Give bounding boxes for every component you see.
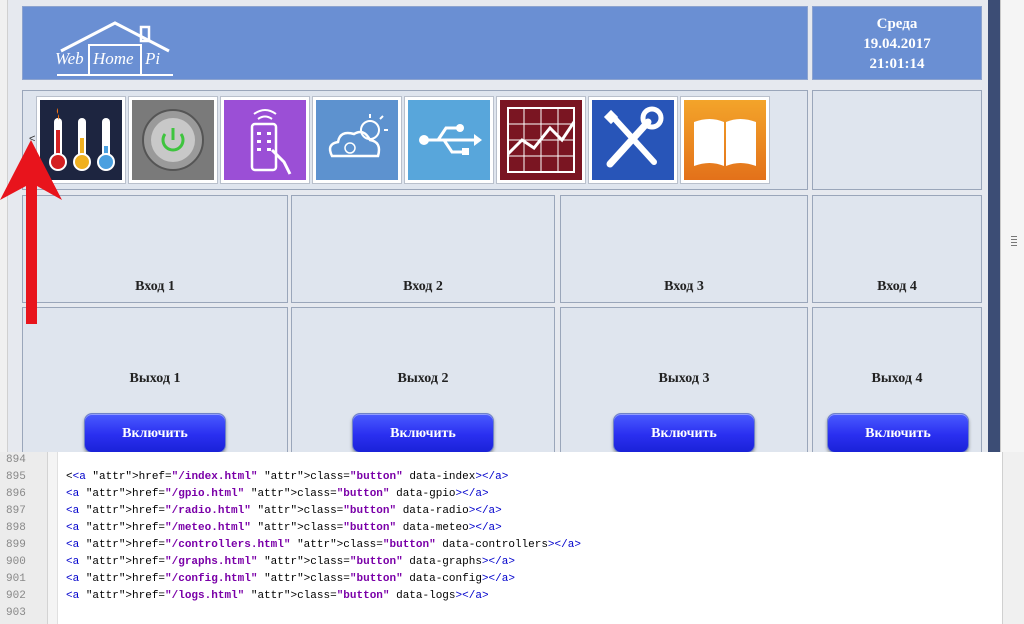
nav-power-button[interactable] [128,96,218,184]
code-editor[interactable]: 894 895 896 897 898 899 900 901 902 903 … [0,452,1024,624]
input-cell-3 [560,195,808,303]
nav-controllers-button[interactable] [404,96,494,184]
line-number: 903 [6,607,26,619]
output-label: Выход 1 [129,371,181,386]
red-annotation-arrow-icon [0,140,62,324]
web-page-view: Web Home Pi Среда 19.04.2017 21:01:14 < [0,0,1024,452]
output-label: Выход 4 [871,371,923,386]
remote-control-icon [224,100,306,180]
logo-word-pi: Pi [145,49,161,68]
thermometers-icon [40,100,122,180]
nav-logs-button[interactable] [680,96,770,184]
nav-config-button[interactable] [588,96,678,184]
date-label: 19.04.2017 [863,36,931,52]
input-label: Вход 2 [403,279,443,294]
logo-word-home: Home [93,49,134,68]
nav-prev-marker[interactable]: < [29,133,36,145]
input-label: Вход 1 [135,279,175,294]
webhomepi-logo[interactable]: Web Home Pi [53,21,173,81]
usb-icon [408,100,490,180]
line-number: 900 [6,556,26,568]
graph-icon [500,100,582,180]
output-4-on-button[interactable]: Включить [827,413,969,452]
input-cell-4 [812,195,982,303]
weather-icon [316,100,398,180]
output-2-on-button[interactable]: Включить [352,413,494,452]
time-label: 21:01:14 [869,56,925,72]
output-label: Выход 3 [658,371,710,386]
line-number: 902 [6,590,26,602]
code-line[interactable]: <a "attr">href="/logs.html" "attr">class… [66,590,489,602]
logo-word-web: Web [55,49,84,68]
nav-remote-button[interactable] [220,96,310,184]
code-line[interactable]: <a "attr">href="/gpio.html" "attr">class… [66,488,489,500]
weekday-label: Среда [876,16,918,32]
code-line[interactable]: <a "attr">href="/meteo.html" "attr">clas… [66,522,502,534]
code-line[interactable]: <a "attr">href="/config.html" "attr">cla… [66,573,515,585]
code-line[interactable]: <a "attr">href="/graphs.html" "attr">cla… [66,556,515,568]
header-bar: Web Home Pi [22,6,808,80]
fold-gutter [48,452,58,624]
output-label: Выход 2 [397,371,449,386]
output-1-on-button[interactable]: Включить [84,413,226,452]
book-icon [684,100,766,180]
input-cell-2 [291,195,555,303]
tools-icon [592,100,674,180]
code-line[interactable]: <<a "attr">href="/index.html" "attr">cla… [66,471,509,483]
nav-panel-right [812,90,982,190]
datetime-block: Среда 19.04.2017 21:01:14 [813,14,981,74]
window-left-edge [0,0,8,452]
line-number-gutter [0,452,48,624]
page-scrollbar[interactable] [1000,0,1024,452]
line-number: 897 [6,505,26,517]
nav-meteo-button[interactable] [312,96,402,184]
nav-graphs-button[interactable] [496,96,586,184]
line-number: 895 [6,471,26,483]
input-cell-1 [22,195,288,303]
input-label: Вход 4 [877,279,917,294]
line-number: 898 [6,522,26,534]
line-number: 899 [6,539,26,551]
power-button-icon [132,100,214,180]
line-number: 896 [6,488,26,500]
input-label: Вход 3 [664,279,704,294]
code-line[interactable]: <a "attr">href="/controllers.html" "attr… [66,539,581,551]
datetime-panel: Среда 19.04.2017 21:01:14 [812,6,982,80]
line-number: 901 [6,573,26,585]
scrollbar-grip-icon[interactable] [1011,236,1017,246]
house-outline-icon [57,21,173,76]
line-number: 894 [6,454,26,466]
code-line[interactable]: <a "attr">href="/radio.html" "attr">clas… [66,505,502,517]
nav-thermometers-button[interactable] [36,96,126,184]
page-edge-strip [988,0,1000,452]
editor-scrollbar[interactable] [1002,452,1024,624]
output-3-on-button[interactable]: Включить [613,413,755,452]
